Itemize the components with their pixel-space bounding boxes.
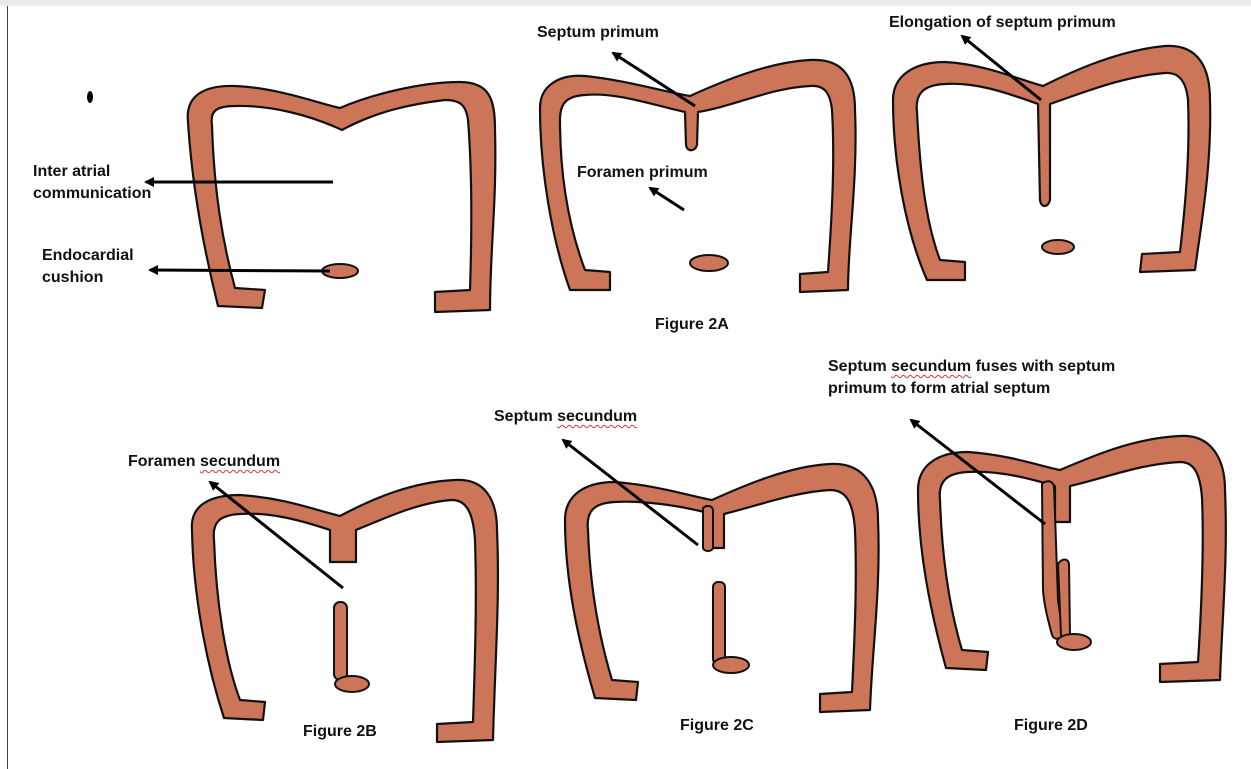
label-word: Septum bbox=[828, 358, 887, 375]
label-inter-atrial-communication: Inter atrial communication bbox=[33, 161, 151, 205]
label-line: cushion bbox=[42, 267, 134, 289]
septum-primum bbox=[334, 602, 347, 680]
endocardial-cushion bbox=[1042, 240, 1074, 254]
heart-2b bbox=[192, 480, 498, 742]
label-endocardial-cushion: Endocardial cushion bbox=[42, 245, 134, 289]
septum-secundum bbox=[703, 506, 713, 551]
caption-figure-2d: Figure 2D bbox=[1014, 715, 1088, 737]
label-word: Septum bbox=[494, 408, 553, 425]
label-septum-primum: Septum primum bbox=[537, 22, 659, 44]
label-word: Foramen bbox=[128, 453, 196, 470]
label-foramen-secundum: Foramen secundum bbox=[128, 451, 280, 473]
label-word-spellcheck: secundum bbox=[200, 453, 280, 470]
label-word-spellcheck: secundum bbox=[557, 408, 637, 425]
heart-2a-1 bbox=[188, 82, 496, 312]
heart-2a-3 bbox=[893, 46, 1210, 280]
label-word-spellcheck: secundum bbox=[891, 358, 971, 375]
caption-figure-2c: Figure 2C bbox=[680, 715, 754, 737]
label-foramen-primum: Foramen primum bbox=[577, 162, 708, 184]
label-line: Inter atrial bbox=[33, 161, 151, 183]
label-line: Endocardial bbox=[42, 245, 134, 267]
endocardial-cushion bbox=[1057, 634, 1091, 650]
arrow-endocardial bbox=[150, 270, 330, 271]
caption-figure-2b: Figure 2B bbox=[303, 721, 377, 743]
label-line: Septum secundum fuses with septum bbox=[828, 356, 1115, 378]
label-septum-secundum-fuses: Septum secundum fuses with septum primum… bbox=[828, 356, 1115, 400]
septum-primum bbox=[1058, 560, 1070, 639]
stray-dot bbox=[87, 91, 93, 103]
heart-2d bbox=[918, 436, 1226, 682]
arrow-foramen-primum bbox=[650, 188, 684, 210]
label-line: primum to form atrial septum bbox=[828, 378, 1115, 400]
endocardial-cushion bbox=[690, 255, 728, 271]
heart-2c bbox=[565, 464, 879, 712]
label-septum-secundum: Septum secundum bbox=[494, 406, 637, 428]
label-elongation-septum-primum: Elongation of septum primum bbox=[889, 12, 1116, 34]
endocardial-cushion bbox=[335, 676, 369, 692]
arrow-foramen-secundum bbox=[210, 482, 343, 588]
septum-primum bbox=[713, 582, 725, 664]
label-word: fuses with septum bbox=[976, 358, 1116, 375]
endocardial-cushion bbox=[713, 657, 749, 673]
caption-figure-2a: Figure 2A bbox=[655, 314, 729, 336]
label-line: communication bbox=[33, 183, 151, 205]
